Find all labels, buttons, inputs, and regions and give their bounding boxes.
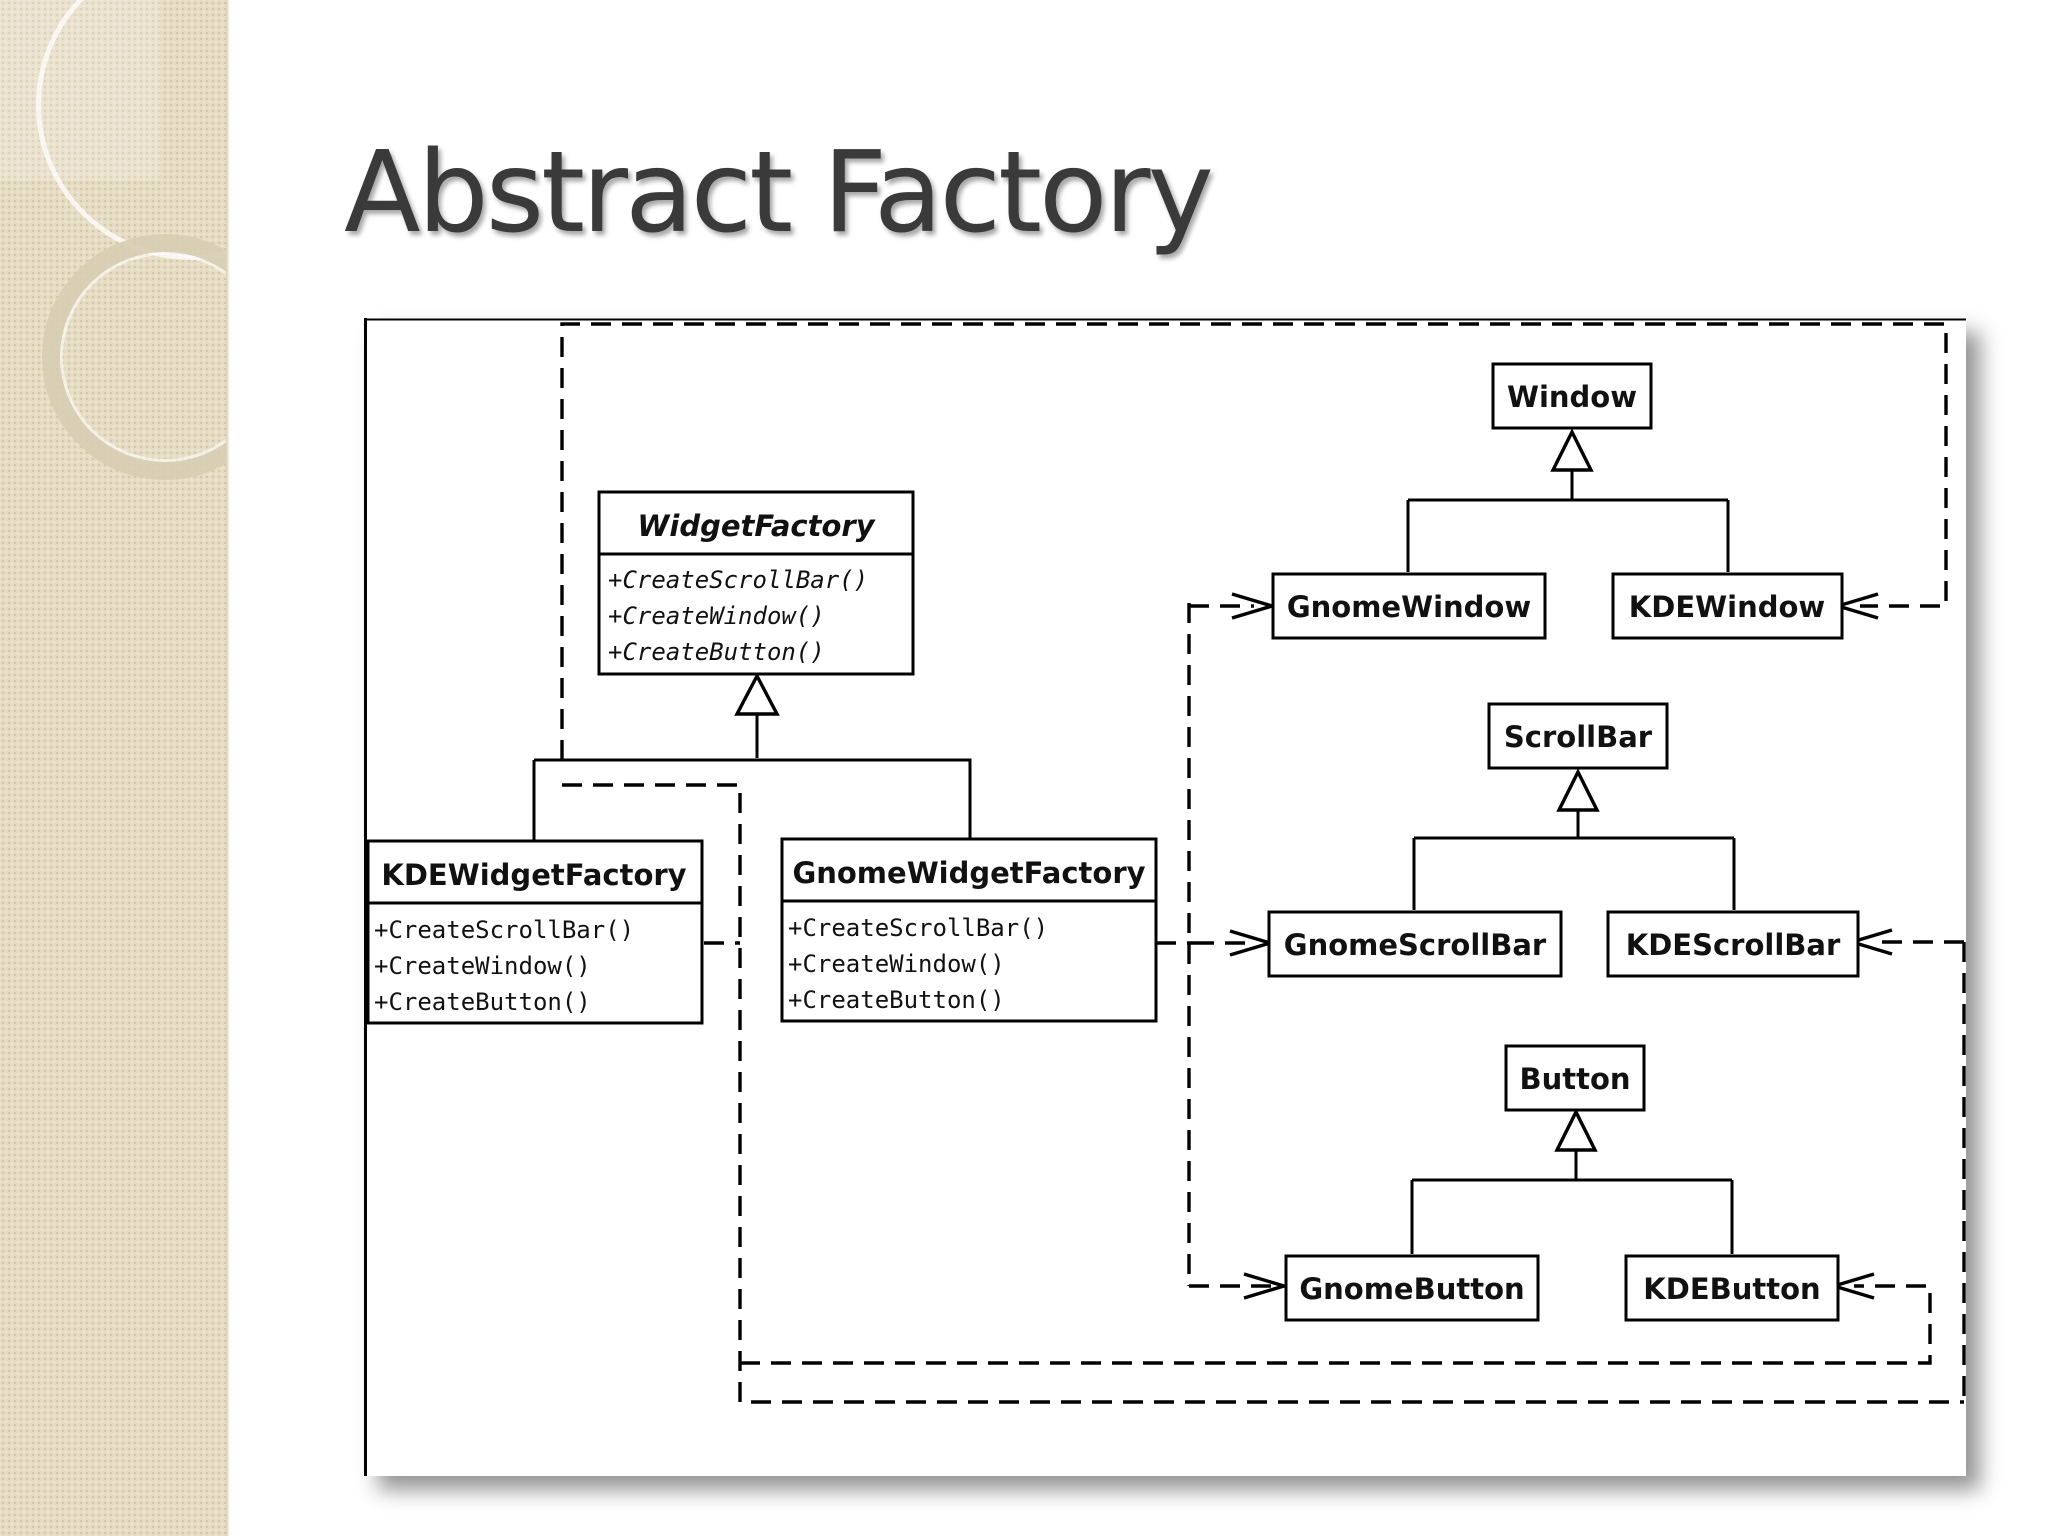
class-widget-factory: WidgetFactory +CreateScrollBar() +Create… xyxy=(597,490,915,676)
dependency-kde-factory-to-kde-window xyxy=(560,322,1948,760)
inheritance-lines xyxy=(532,428,1736,1254)
class-gnome-widget-factory: GnomeWidgetFactory +CreateScrollBar() +C… xyxy=(780,837,1158,1023)
class-box xyxy=(1267,910,1563,978)
dependency-kde-button-line xyxy=(740,1284,1932,1365)
operation-create-scrollbar: +CreateScrollBar() xyxy=(788,914,1048,942)
operation-create-button: +CreateButton() xyxy=(608,638,825,666)
class-gnome-window: GnomeWindow xyxy=(1271,572,1547,640)
decorative-ring-small xyxy=(42,234,228,480)
decorative-light-patch xyxy=(0,0,160,180)
class-box xyxy=(780,837,1158,1023)
class-name: KDEWindow xyxy=(1629,590,1825,624)
class-window: Window xyxy=(1491,362,1653,430)
class-kde-button: KDEButton xyxy=(1624,1254,1840,1322)
uml-class-diagram: WidgetFactory +CreateScrollBar() +Create… xyxy=(364,318,1966,1476)
class-name: Window xyxy=(1507,380,1637,414)
class-box xyxy=(366,839,704,1025)
inheritance-scrollbar-tree xyxy=(1412,810,1736,910)
class-name: WidgetFactory xyxy=(637,509,875,543)
operation-create-scrollbar: +CreateScrollBar() xyxy=(374,916,634,944)
class-box xyxy=(1284,1254,1540,1322)
inheritance-button-tree xyxy=(1410,1150,1734,1254)
class-name: GnomeScrollBar xyxy=(1284,928,1547,962)
operation-create-window: +CreateWindow() xyxy=(374,952,591,980)
class-gnome-button: GnomeButton xyxy=(1284,1254,1540,1322)
class-gnome-scrollbar: GnomeScrollBar xyxy=(1267,910,1563,978)
class-box xyxy=(1624,1254,1840,1322)
uml-diagram: WidgetFactory +CreateScrollBar() +Create… xyxy=(364,318,1966,1476)
class-box xyxy=(1606,910,1860,978)
inheritance-triangle-scrollbar xyxy=(1556,768,1600,812)
inheritance-factory-tree xyxy=(532,714,972,841)
class-name: KDEScrollBar xyxy=(1626,928,1841,962)
class-button: Button xyxy=(1504,1044,1646,1112)
sidebar-edge xyxy=(226,0,230,1536)
slide-title: Abstract Factory xyxy=(344,128,1214,258)
dependency-kde-factory-bus xyxy=(562,783,1964,1404)
class-name: GnomeWindow xyxy=(1287,590,1531,624)
operation-create-window: +CreateWindow() xyxy=(608,602,825,630)
inheritance-triangle-widgetfactory xyxy=(734,672,780,716)
inheritance-window-tree xyxy=(1406,470,1730,572)
inheritance-triangle-button xyxy=(1554,1108,1598,1152)
class-name: GnomeWidgetFactory xyxy=(792,856,1145,890)
class-box xyxy=(1271,572,1547,640)
class-kde-window: KDEWindow xyxy=(1611,572,1844,640)
arrowhead-gnome-button xyxy=(1243,1272,1290,1300)
class-name: ScrollBar xyxy=(1504,720,1653,754)
class-box xyxy=(1491,362,1653,430)
class-box xyxy=(1487,702,1669,770)
class-name: GnomeButton xyxy=(1299,1272,1524,1306)
decorative-sidebar xyxy=(0,0,228,1536)
operation-create-button: +CreateButton() xyxy=(788,986,1005,1014)
operation-create-window: +CreateWindow() xyxy=(788,950,1005,978)
class-name: Button xyxy=(1519,1062,1630,1096)
inheritance-triangle-window xyxy=(1550,428,1594,472)
operation-create-scrollbar: +CreateScrollBar() xyxy=(608,566,868,594)
class-name: KDEButton xyxy=(1643,1272,1820,1306)
operation-create-button: +CreateButton() xyxy=(374,988,591,1016)
class-box xyxy=(597,490,915,676)
class-box xyxy=(1611,572,1844,640)
class-box xyxy=(1504,1044,1646,1112)
class-kde-widget-factory: KDEWidgetFactory +CreateScrollBar() +Cre… xyxy=(366,839,704,1025)
class-kde-scrollbar: KDEScrollBar xyxy=(1606,910,1860,978)
class-scrollbar: ScrollBar xyxy=(1487,702,1669,770)
dependency-lines xyxy=(560,322,1966,1404)
class-name: KDEWidgetFactory xyxy=(381,858,686,892)
